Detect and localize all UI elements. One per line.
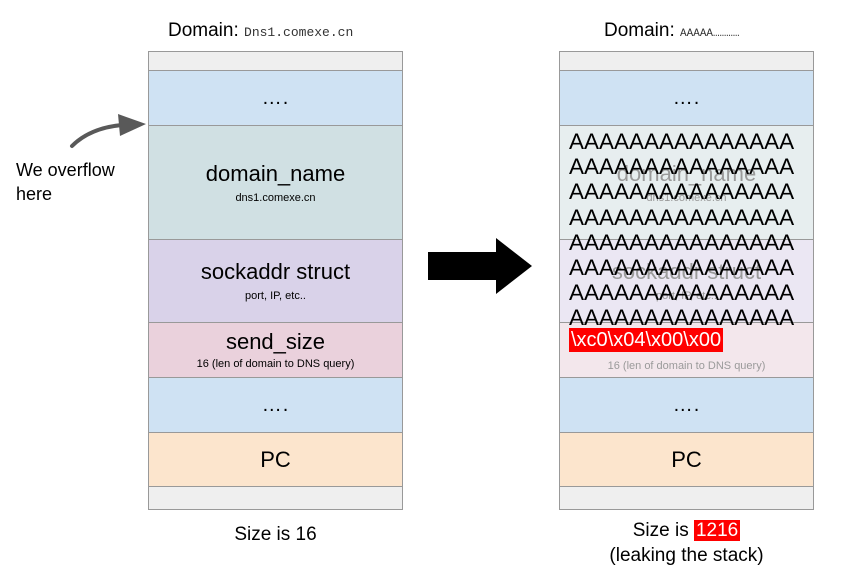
right-row-sockaddr-ghost: sockaddr struct port, IP, etc..: [560, 240, 813, 323]
overflow-line: AAAAAAAAAAAAAAA: [569, 255, 795, 281]
left-bottom-dots: ….: [261, 393, 290, 416]
curved-arrow-icon: [70, 114, 146, 148]
right-caption: Size is 1216 (leaking the stack): [559, 518, 814, 568]
left-domain-label: Domain:: [168, 20, 239, 41]
left-row-top-dots: ….: [149, 71, 402, 126]
left-row-sockaddr: sockaddr struct port, IP, etc..: [149, 240, 402, 323]
left-row-domain-name: domain_name dns1.comexe.cn: [149, 126, 402, 240]
right-caption-value: 1216: [693, 520, 741, 541]
overwrite-bytes: \xc0\x04\x00\x00: [569, 328, 724, 352]
left-send-size-title: send_size: [225, 329, 326, 354]
transition-arrow-icon: [428, 238, 532, 294]
right-row-top-dots: ….: [560, 71, 813, 126]
right-row-bottom-gray: [560, 487, 813, 509]
right-ghost-sockaddr-title: sockaddr struct: [611, 259, 762, 284]
overflow-line: AAAAAAAAAAAAAAA: [569, 305, 795, 331]
right-pc-label: PC: [671, 446, 702, 472]
right-row-top-gray: [560, 52, 813, 71]
left-stack: …. domain_name dns1.comexe.cn sockaddr s…: [148, 51, 403, 510]
overflow-annotation: We overflow here: [16, 158, 115, 206]
left-sockaddr-title: sockaddr struct: [200, 259, 351, 284]
right-domain-title: Domain: AAAAA…………: [604, 20, 739, 42]
overflow-fill: AAAAAAAAAAAAAAA AAAAAAAAAAAAAAA AAAAAAAA…: [569, 129, 809, 331]
right-caption-prefix: Size is: [632, 520, 689, 541]
overflow-line: AAAAAAAAAAAAAAA: [569, 204, 795, 230]
annotation-line1: We overflow: [16, 160, 115, 180]
right-ghost-domain-sub: dns1.comexe.cn: [646, 191, 727, 204]
left-send-size-sub: 16 (len of domain to DNS query): [196, 358, 355, 370]
left-row-pc: PC: [149, 433, 402, 487]
left-domain-name-title: domain_name: [205, 160, 346, 186]
left-pc-label: PC: [260, 446, 291, 472]
left-row-send-size: send_size 16 (len of domain to DNS query…: [149, 323, 402, 378]
overflow-line: AAAAAAAAAAAAAAA: [569, 129, 795, 154]
left-sockaddr-sub: port, IP, etc..: [245, 290, 306, 302]
right-top-dots: ….: [672, 86, 701, 109]
right-domain-label: Domain:: [604, 20, 675, 41]
right-bottom-dots: ….: [672, 393, 701, 416]
overwrite-bytes-text: \xc0\x04\x00\x00: [571, 329, 722, 351]
left-caption: Size is 16: [234, 524, 317, 545]
right-row-pc: PC: [560, 433, 813, 487]
right-row-bottom-dots: ….: [560, 378, 813, 433]
left-domain-value: Dns1.comexe.cn: [244, 25, 354, 40]
left-domain-title: Domain: Dns1.comexe.cn: [168, 20, 353, 42]
right-ghost-sockaddr-sub: port, IP, etc..: [656, 290, 717, 302]
right-domain-value: AAAAA…………: [680, 28, 740, 40]
right-caption-line2: (leaking the stack): [609, 545, 764, 566]
overflow-line: AAAAAAAAAAAAAAA: [569, 179, 795, 205]
left-domain-name-sub: dns1.comexe.cn: [235, 191, 316, 204]
overflow-line: AAAAAAAAAAAAAAA: [569, 154, 795, 180]
right-row-domain-name-ghost: domain_name dns1.comexe.cn: [560, 126, 813, 240]
left-row-bottom-dots: ….: [149, 378, 402, 433]
left-row-bottom-gray: [149, 487, 402, 509]
right-ghost-send-size-sub: 16 (len of domain to DNS query): [607, 360, 766, 372]
overflow-line: AAAAAAAAAAAAAAA: [569, 229, 795, 255]
annotation-line2: here: [16, 184, 53, 204]
overflow-line: AAAAAAAAAAAAAAA: [569, 280, 795, 306]
left-top-dots: ….: [261, 86, 290, 109]
right-ghost-domain-title: domain_name: [616, 160, 757, 186]
left-row-top-gray: [149, 52, 402, 71]
